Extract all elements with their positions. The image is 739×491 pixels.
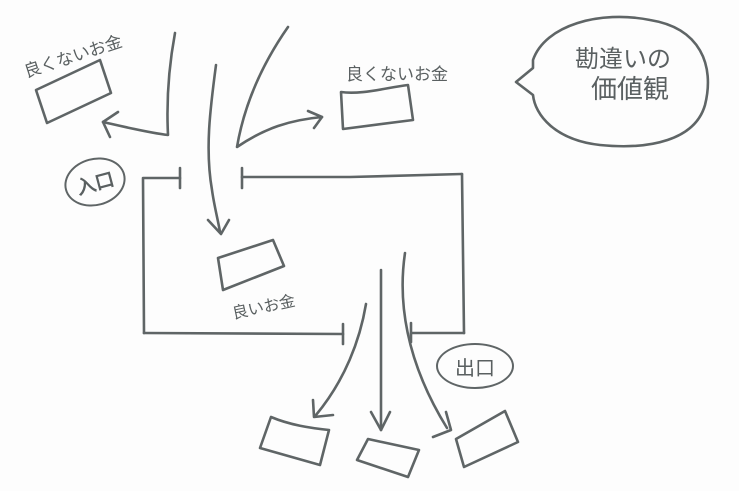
bad-money-left-box <box>34 58 113 125</box>
bad-money-right-label: 良くないお金 <box>346 65 448 85</box>
enclosure-box <box>141 166 466 346</box>
arrow-to-bad-money-right <box>235 25 324 149</box>
entrance-label: 入口 <box>74 167 117 199</box>
exit-badge: 出口 <box>436 343 514 389</box>
output-box-1 <box>258 415 331 467</box>
output-box-3 <box>454 409 520 469</box>
bad-money-right-box <box>339 83 415 131</box>
speech-bubble <box>514 15 710 148</box>
arrow-to-good-money <box>206 63 231 236</box>
good-money-box <box>216 238 286 292</box>
speech-bubble-line-1: 勘違いの <box>575 45 671 73</box>
speech-bubble-line-2: 価値観 <box>590 75 669 105</box>
arrow-to-bad-money-left <box>101 31 177 139</box>
exit-flows <box>311 251 453 439</box>
output-box-2 <box>355 437 421 479</box>
exit-label: 出口 <box>455 355 495 380</box>
speech-bubble-text: 勘違いの 価値観 <box>548 44 698 107</box>
